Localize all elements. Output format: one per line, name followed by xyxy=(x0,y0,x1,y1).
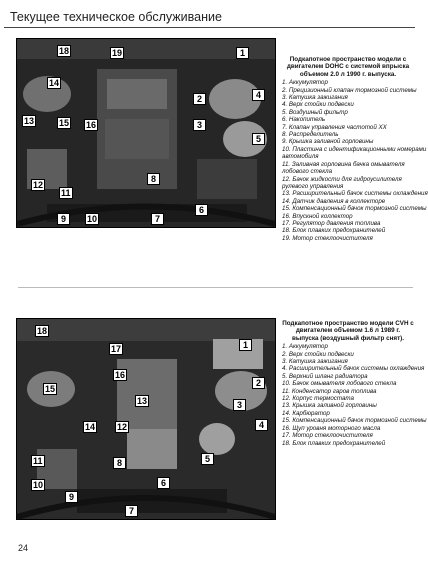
list-item: 4. Верх стойки подвески xyxy=(282,101,354,109)
callout-6: 6 xyxy=(157,477,170,489)
list-item: 6. Накопитель xyxy=(282,116,326,124)
list-item: 15. Компенсационный бачок тормозной сист… xyxy=(282,205,427,213)
caption-dohc-title: Подкапотное пространство модели с двигат… xyxy=(286,56,410,78)
engine-photo-dohc-drawing xyxy=(16,39,276,227)
callout-15: 15 xyxy=(43,383,58,395)
list-item: 8. Распределитель xyxy=(282,131,339,139)
list-item: 16. Щуп уровня моторного масла xyxy=(282,424,381,432)
engine-photo-cvh: 18 17 1 16 15 2 3 13 4 14 12 11 8 6 5 10… xyxy=(16,318,276,520)
callout-14: 14 xyxy=(47,77,62,89)
callout-2: 2 xyxy=(252,377,265,389)
list-item: рулевого управления xyxy=(282,182,344,190)
callout-7: 7 xyxy=(151,213,164,225)
callout-6: 6 xyxy=(195,204,208,216)
callout-8: 8 xyxy=(113,457,126,469)
callout-4: 4 xyxy=(252,89,265,101)
list-item: 16. Впускной коллектор xyxy=(282,212,353,220)
list-item: автомобиля xyxy=(282,153,319,161)
callout-18: 18 xyxy=(35,325,50,337)
callout-13: 13 xyxy=(22,115,37,127)
callout-15: 15 xyxy=(57,117,72,129)
caption-cvh-list: 1. Аккумулятор 2. Верх стойки подвески 3… xyxy=(282,343,427,447)
callout-5: 5 xyxy=(252,133,265,145)
list-item: 13. Расширительный бачок системы охлажде… xyxy=(282,190,428,198)
page-number: 24 xyxy=(18,543,29,553)
callout-3: 3 xyxy=(233,399,246,411)
list-item: 18. Блок плавких предохранителей xyxy=(282,227,386,235)
callout-7: 7 xyxy=(125,505,138,517)
callout-3: 3 xyxy=(193,119,206,131)
callout-10: 10 xyxy=(85,213,100,225)
callout-9: 9 xyxy=(65,491,78,503)
page-title: Текущее техническое обслуживание xyxy=(10,10,222,24)
list-item: 18. Блок плавких предохранителей xyxy=(282,439,386,447)
callout-18: 18 xyxy=(57,45,72,57)
list-item: 10. Пластина с идентификационными номера… xyxy=(282,145,427,153)
list-item: 11. Конденсатор гаров топлива xyxy=(282,387,377,395)
list-item: 17. Регулятор давления топлива xyxy=(282,219,381,227)
caption-dohc: Подкапотное пространство модели с двигат… xyxy=(282,56,428,242)
list-item: 10. Бачок омывателя лобового стекла xyxy=(282,380,397,388)
list-item: 15. Компенсационный бачок тормозной сист… xyxy=(282,417,427,425)
list-item: 1. Аккумулятор xyxy=(282,343,328,351)
callout-19: 19 xyxy=(110,47,125,59)
list-item: 14. Датчик давления в коллекторе xyxy=(282,197,386,205)
header-rule xyxy=(4,27,415,28)
list-item: 13. Крышка заливной горловины xyxy=(282,402,377,410)
callout-16: 16 xyxy=(113,369,128,381)
callout-5: 5 xyxy=(201,453,214,465)
callout-1: 1 xyxy=(236,47,249,59)
engine-photo-dohc: 18 19 1 14 2 4 13 15 16 3 5 12 11 8 6 9 … xyxy=(16,38,276,228)
callout-16: 16 xyxy=(84,119,99,131)
callout-1: 1 xyxy=(239,339,252,351)
list-item: 9. Крышка заливной горловины xyxy=(282,138,374,146)
callout-11: 11 xyxy=(59,187,73,199)
list-item: 14. Карбюратор xyxy=(282,409,330,417)
callout-17: 17 xyxy=(109,343,124,355)
callout-10: 10 xyxy=(31,479,46,491)
list-item: 3. Катушка зажигания xyxy=(282,94,348,102)
caption-cvh-title: Подкапотное пространство модели CVH с дв… xyxy=(282,320,414,342)
callout-4: 4 xyxy=(255,419,268,431)
callout-9: 9 xyxy=(57,213,70,225)
list-item: 17. Мотор стеклоочистителя xyxy=(282,432,373,440)
callout-13: 13 xyxy=(135,395,150,407)
list-item: 5. Воздушный фильтр xyxy=(282,108,348,116)
caption-cvh: Подкапотное пространство модели CVH с дв… xyxy=(282,320,427,447)
callout-12: 12 xyxy=(31,179,46,191)
list-item: 12. Бачок жидкости для гидроусилителя xyxy=(282,175,402,183)
list-item: 2. Прецизионный клапан тормозной системы xyxy=(282,86,417,94)
list-item: 2. Верх стойки подвески xyxy=(282,350,354,358)
list-item: 1. Аккумулятор xyxy=(282,79,328,87)
callout-11: 11 xyxy=(31,455,45,467)
list-item: 3. Катушка зажигания xyxy=(282,358,348,366)
callout-2: 2 xyxy=(193,93,206,105)
list-item: 5. Верхний шланг радиатора xyxy=(282,372,368,380)
list-item: 4. Расширительный бачок системы охлажден… xyxy=(282,365,425,373)
callout-12: 12 xyxy=(115,421,130,433)
list-item: 11. Заливная горловина бачка омывателя xyxy=(282,160,405,168)
list-item: 19. Мотор стеклоочистителя xyxy=(282,234,373,242)
section-divider xyxy=(18,287,413,288)
list-item: 7. Клапан управления частотой ХХ xyxy=(282,123,387,131)
engine-photo-cvh-drawing xyxy=(16,319,276,520)
callout-14: 14 xyxy=(83,421,98,433)
list-item: лобового стекла xyxy=(282,168,333,176)
caption-dohc-list: 1. Аккумулятор 2. Прецизионный клапан то… xyxy=(282,79,428,242)
list-item: 12. Корпус термостата xyxy=(282,395,354,403)
callout-8: 8 xyxy=(147,173,160,185)
page-header: Текущее техническое обслуживание xyxy=(4,6,415,28)
